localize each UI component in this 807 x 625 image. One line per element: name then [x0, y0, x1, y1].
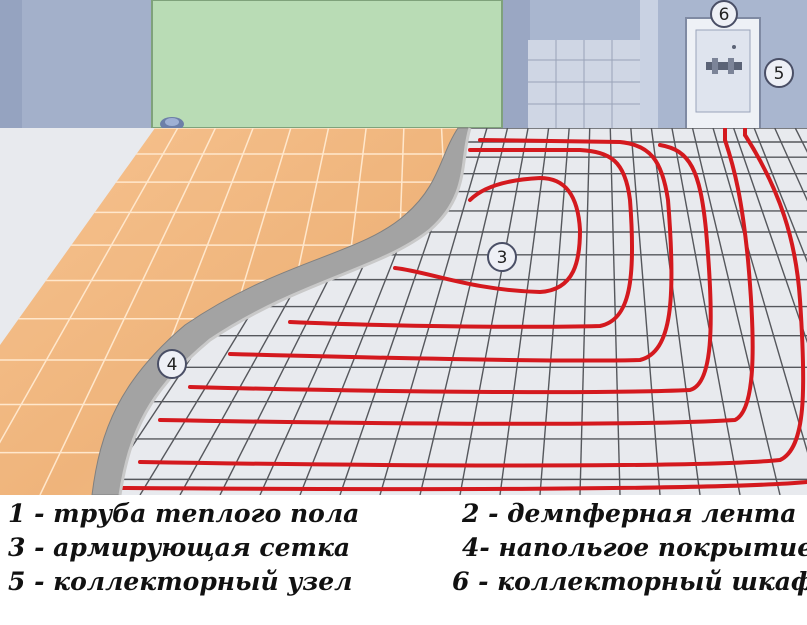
pipe-loop-3: [228, 138, 674, 363]
mesh-line: [671, 128, 741, 495]
marker-3: 3: [487, 242, 517, 272]
mesh-line: [379, 128, 488, 495]
pipe-loop-6: [138, 133, 806, 468]
pipe-loop-4: [188, 143, 713, 395]
pipe-loop-2: [288, 148, 635, 329]
legend: 1 - труба теплого пола 2 - демпферная ле…: [0, 495, 807, 625]
pipe-loop-7: [120, 480, 807, 492]
marker-6: 6: [710, 0, 738, 28]
pipe-loop-1: [393, 176, 582, 294]
legend-item-5: 5 - коллекторный узел: [8, 567, 353, 596]
tile-joint: [39, 128, 217, 495]
screed-edge: [91, 127, 472, 495]
legend-item-2: 2 - демпферная лента: [462, 499, 797, 528]
floor-outlet-icon: [160, 117, 184, 131]
legend-item-1: 1 - труба теплого пола: [8, 499, 360, 528]
mesh-line: [419, 128, 509, 495]
collector-cabinet-icon: [685, 17, 761, 131]
legend-item-6: 6 - коллекторный шкаф: [452, 567, 807, 596]
mesh-line: [630, 128, 661, 495]
door-panel: [151, 0, 503, 129]
mesh-line: [732, 128, 807, 495]
mesh-line: [459, 128, 529, 495]
marker-5: 5: [764, 58, 794, 88]
mesh-line: [753, 128, 807, 495]
mesh-line: [499, 128, 550, 495]
tile-joint: [0, 128, 179, 495]
marker-4: 4: [157, 349, 187, 379]
mesh-line: [579, 128, 591, 495]
mesh-line: [609, 128, 621, 495]
mesh-line: [650, 128, 701, 495]
legend-item-4: 4- напольгое покрытие: [462, 533, 807, 562]
legend-item-3: 3 - армирующая сетка: [8, 533, 351, 562]
svg-text:3: 3: [497, 248, 508, 268]
svg-text:5: 5: [774, 64, 785, 84]
heating-pipe: [120, 128, 807, 492]
svg-text:6: 6: [719, 5, 730, 25]
pipe-loop-5: [158, 138, 755, 426]
mesh-line: [712, 128, 807, 495]
mesh-line: [691, 128, 781, 495]
underfloor-heating-diagram: 3 4 5 6: [0, 0, 807, 495]
mesh-line: [774, 128, 807, 495]
svg-text:4: 4: [167, 355, 178, 375]
